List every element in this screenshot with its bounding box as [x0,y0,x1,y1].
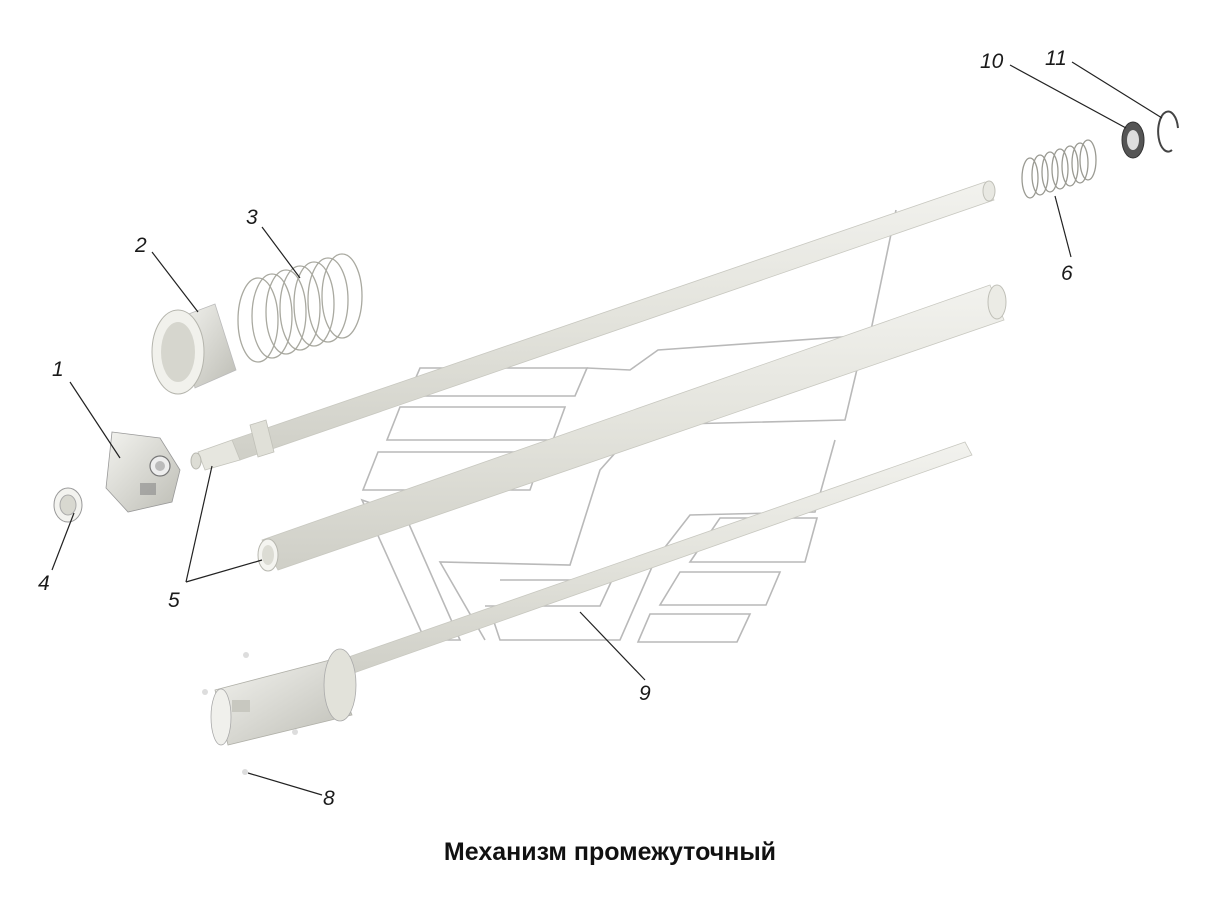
callout-5: 5 [168,589,180,612]
callout-11: 11 [1045,47,1067,70]
callout-9: 9 [639,682,651,705]
rod-upper [190,180,996,471]
rod-lower [339,441,973,676]
nut-part [53,487,83,523]
tube-middle [257,284,1007,572]
callout-10: 10 [980,50,1004,73]
callout-3: 3 [246,206,258,229]
spring-large [237,253,363,363]
callout-8: 8 [323,787,335,810]
callout-1: 1 [52,358,64,381]
bushing-part [151,303,237,395]
callout-6: 6 [1061,262,1073,285]
retaining-ring-part [1157,110,1179,153]
callout-4: 4 [38,572,50,595]
leader-lines [51,61,1163,796]
bracket-part [105,431,181,513]
callout-2: 2 [134,234,147,257]
washer-part [1121,121,1145,159]
sleeve-part [202,648,357,775]
spring-small [1021,139,1097,199]
diagram-caption: Механизм промежуточный [443,838,777,866]
